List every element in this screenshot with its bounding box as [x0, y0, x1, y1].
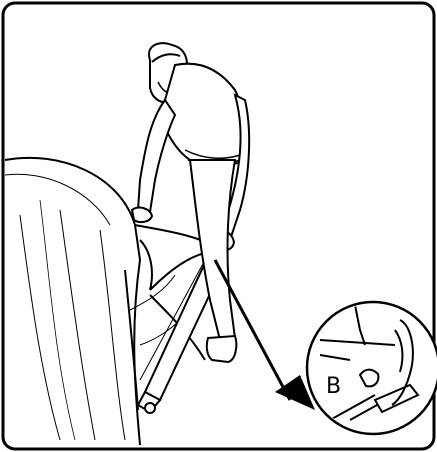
callout-label: B [326, 374, 341, 399]
housing-body [5, 158, 140, 445]
detail-callout: B [307, 302, 437, 434]
